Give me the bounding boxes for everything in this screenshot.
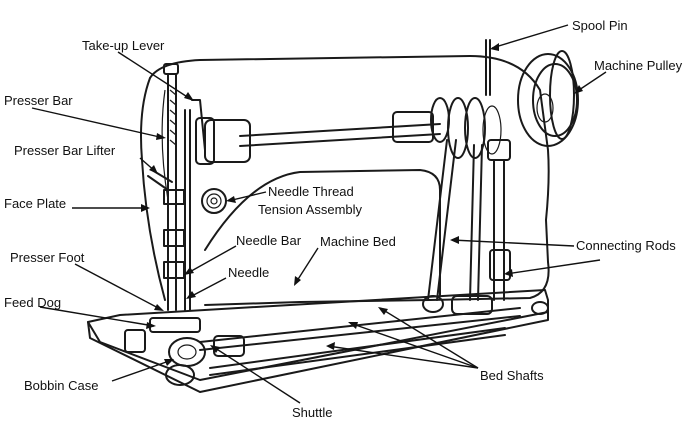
label-needle-thread-line1: Needle Thread bbox=[268, 184, 354, 199]
tension-assembly bbox=[201, 188, 227, 214]
label-presser-foot: Presser Foot bbox=[10, 250, 85, 265]
label-needle-bar: Needle Bar bbox=[236, 233, 302, 248]
label-bed-shafts: Bed Shafts bbox=[480, 368, 544, 383]
label-presser-bar-lifter: Presser Bar Lifter bbox=[14, 143, 116, 158]
label-spool-pin: Spool Pin bbox=[572, 18, 628, 33]
label-machine-pulley: Machine Pulley bbox=[594, 58, 683, 73]
machine-bed-base bbox=[87, 289, 549, 393]
label-machine-bed: Machine Bed bbox=[320, 234, 396, 249]
label-needle-thread-line2: Tension Assembly bbox=[258, 202, 363, 217]
label-feed-dog: Feed Dog bbox=[4, 295, 62, 310]
label-take-up-lever: Take-up Lever bbox=[82, 38, 165, 53]
label-presser-bar: Presser Bar bbox=[4, 93, 73, 108]
main-shaft bbox=[204, 97, 502, 163]
connecting-rods bbox=[427, 139, 511, 301]
spool-pin bbox=[485, 39, 491, 96]
label-bobbin-case: Bobbin Case bbox=[24, 378, 99, 393]
leader-lines bbox=[31, 24, 607, 404]
label-needle: Needle bbox=[228, 265, 270, 280]
label-face-plate: Face Plate bbox=[4, 196, 67, 211]
shuttle-bobbin bbox=[124, 317, 206, 386]
needle-assembly bbox=[147, 63, 215, 311]
machine-body bbox=[140, 55, 550, 306]
label-shuttle: Shuttle bbox=[292, 405, 333, 420]
label-connecting-rods: Connecting Rods bbox=[576, 238, 676, 253]
machine-pulley bbox=[517, 50, 579, 147]
